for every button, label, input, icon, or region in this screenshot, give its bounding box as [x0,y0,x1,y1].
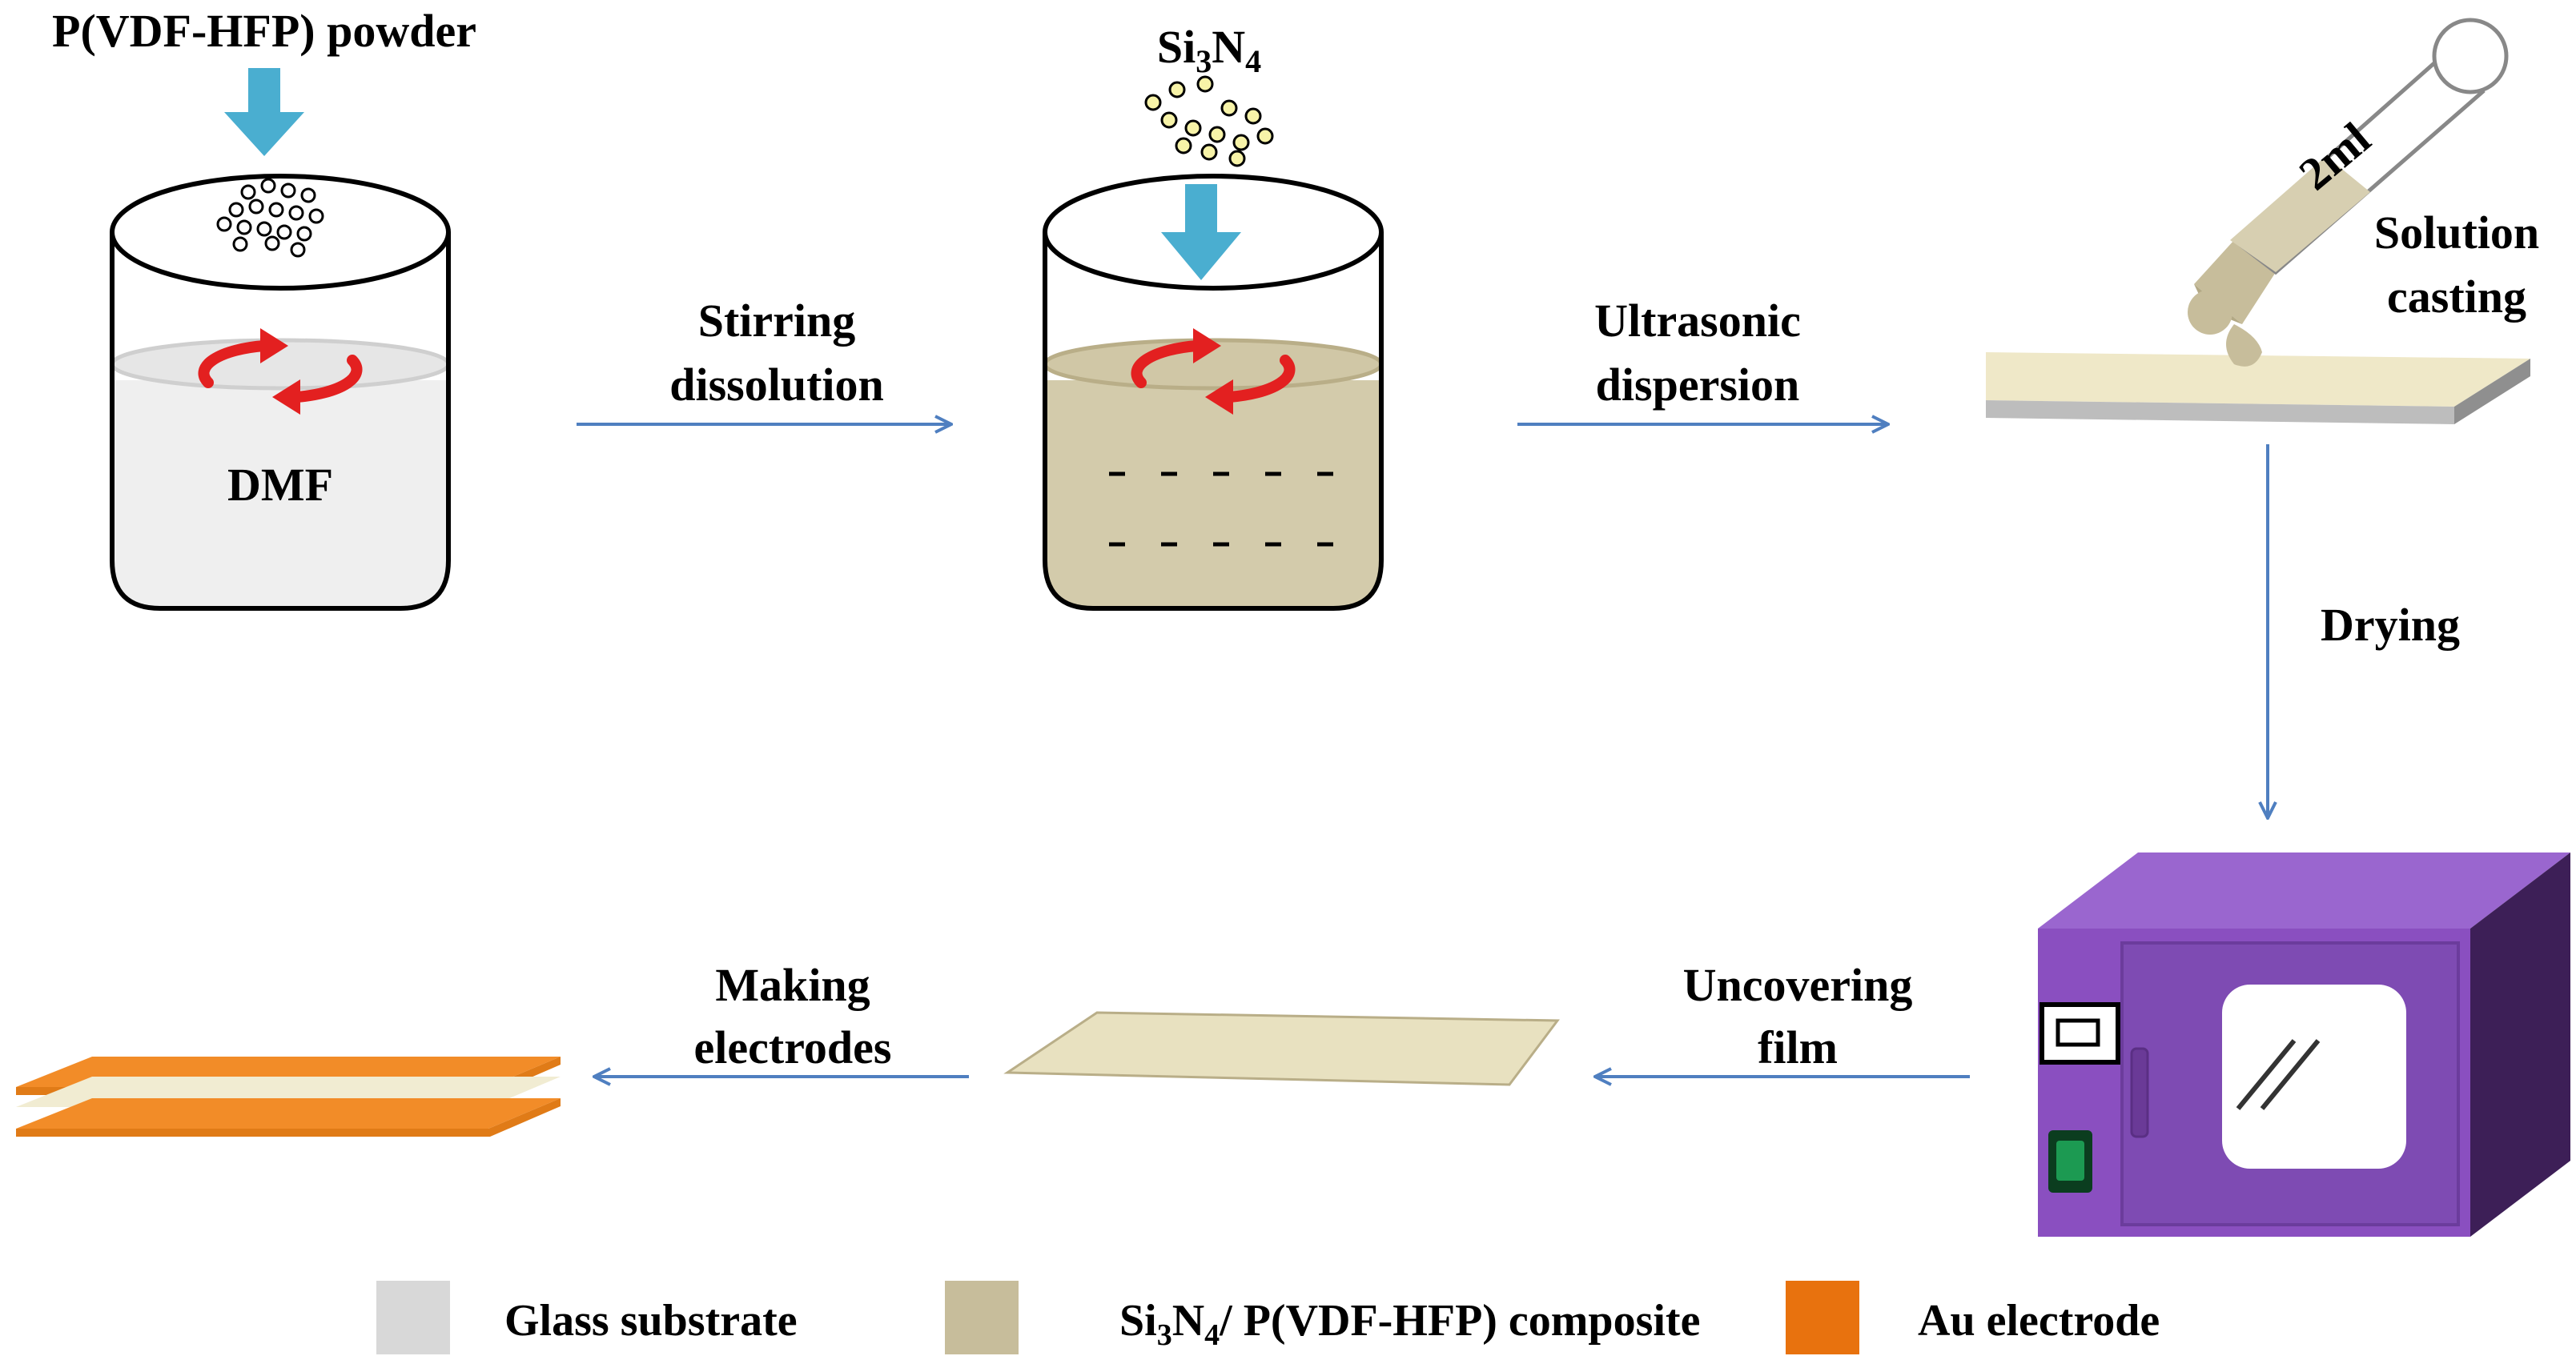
stir-arrowheads-icon [260,328,300,415]
electrode-stack [16,1057,561,1137]
glass-reflection-icon [2236,1039,2321,1110]
powder-particles [216,178,324,258]
powder-label: P(VDF-HFP) powder [52,5,476,57]
beaker-composite-liquid [1045,380,1381,608]
solution-drops [2188,290,2262,367]
beaker-dmf-wall [110,232,451,611]
electrodes-label-line2: electrodes [694,1021,892,1073]
stir-arrowheads-composite-icon [1193,328,1233,415]
stirring-label-line1: Stirring [698,295,856,347]
legend-swatch-au [1786,1281,1859,1354]
beaker-composite [1043,174,1384,611]
casting-label-line2: casting [2387,271,2526,323]
dmf-label: DMF [227,459,333,511]
uncovering-label-line2: film [1758,1021,1838,1073]
si3n4-down-arrow-icon [1161,184,1241,280]
legend-label-composite: Si3N4/ P(VDF-HFP) composite [1119,1296,1700,1352]
drying-oven [2038,852,2570,1237]
ultrasonic-label-line1: Ultrasonic [1594,295,1801,347]
oven-window [2222,985,2406,1169]
drying-label: Drying [2321,599,2460,651]
uncovering-label-line1: Uncovering [1683,959,1913,1011]
casting-substrate [1986,352,2530,424]
dispersion-dashes [1109,471,1333,547]
electrodes-label-line1: Making [715,959,870,1011]
beaker-composite-wall [1043,232,1384,611]
stir-arrows-icon [198,340,363,403]
stir-arrows-composite-icon [1131,340,1296,403]
si3n4-label: Si3N4 [1157,21,1261,79]
si3n4-particles [1144,75,1274,167]
legend-label-au: Au electrode [1918,1296,2160,1346]
free-standing-film [1003,1011,1560,1086]
legend-swatch-composite [945,1281,1019,1354]
powder-down-arrow-icon [224,68,304,156]
beaker-dmf [110,174,451,611]
legend: Glass substrate Si3N4/ P(VDF-HFP) compos… [376,1281,2160,1354]
pipette-icon [2194,18,2509,324]
ultrasonic-label-line2: dispersion [1596,359,1800,411]
legend-swatch-glass [376,1281,450,1354]
legend-label-glass: Glass substrate [504,1296,798,1346]
oven-handle [2130,1047,2149,1138]
stirring-label-line2: dissolution [669,359,884,411]
beaker-dmf-liquid [112,380,448,608]
casting-label-line1: Solution [2374,207,2539,259]
